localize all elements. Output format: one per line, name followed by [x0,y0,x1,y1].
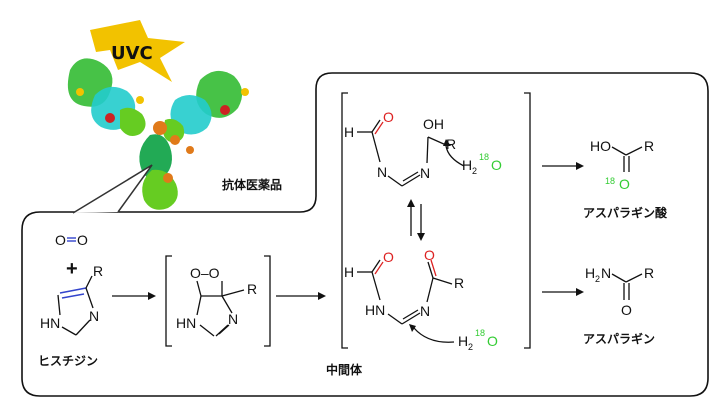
svg-text:2: 2 [595,274,600,284]
arrow-to-aspartic-acid [542,162,584,170]
histidine-label: ヒスチジン [38,354,98,368]
svg-text:H: H [458,333,468,349]
asparagine-structure: H 2 N R O [585,265,654,318]
svg-text:HO: HO [590,138,611,154]
svg-text:N: N [377,164,387,180]
svg-text:N: N [601,265,611,281]
dioxetane-structure: O–O HN N R [165,255,271,347]
arrow-to-asparagine [542,288,584,296]
svg-text:HN: HN [365,302,385,318]
oxygen-molecule: O O [55,232,88,248]
svg-text:O: O [77,232,88,248]
intermediate-top: H O N N OH R H 2 18 O [344,109,502,187]
svg-text:R: R [644,138,654,154]
svg-text:O: O [424,247,435,263]
histidine-structure: HN N R [40,263,103,336]
svg-text:O: O [621,302,632,318]
uvc-label: UVC [111,43,153,64]
svg-text:N: N [89,308,99,324]
svg-text:H: H [344,264,354,280]
aspartic-acid-label: アスパラギン酸 [583,205,668,220]
equilibrium-arrows [407,199,425,241]
svg-text:O: O [619,176,630,192]
svg-text:HN: HN [40,315,60,331]
svg-text:R: R [247,281,257,297]
asparagine-label: アスパラギン [583,331,655,346]
svg-text:N: N [420,165,430,181]
svg-text:18: 18 [605,176,615,186]
svg-text:N: N [420,303,430,319]
intermediate-label: 中間体 [326,362,363,377]
plus-sign: + [66,258,78,280]
svg-text:H: H [462,157,472,173]
svg-text:OH: OH [423,116,444,132]
intermediate-bottom: H O HN N O R H 2 18 O [344,247,498,352]
arrow-histidine-to-dioxetane [112,292,156,300]
svg-text:2: 2 [472,166,477,176]
svg-text:O: O [55,232,66,248]
svg-text:2: 2 [468,342,473,352]
svg-text:R: R [644,265,654,281]
svg-text:18: 18 [475,328,485,338]
svg-text:HN: HN [176,315,196,331]
svg-text:H: H [344,124,354,140]
callout-frame [21,72,709,397]
svg-text:O: O [487,333,498,349]
svg-text:18: 18 [479,152,489,162]
orange-spot [153,121,167,135]
svg-text:N: N [228,311,238,327]
svg-text:O–O: O–O [190,265,220,281]
callout-pointer [72,164,153,214]
svg-text:O: O [383,109,394,125]
antibody-label: 抗体医薬品 [222,177,282,192]
svg-text:R: R [93,263,103,279]
aspartic-acid-structure: HO R 18 O [590,138,654,192]
svg-text:O: O [491,157,502,173]
uvc-bolt: UVC [90,20,185,82]
arrow-dioxetane-to-intermediate [276,292,326,300]
intermediate-bracket [341,92,531,349]
svg-text:O: O [383,249,394,265]
svg-text:R: R [454,275,464,291]
svg-text:R: R [446,136,456,152]
svg-text:H: H [585,265,595,281]
